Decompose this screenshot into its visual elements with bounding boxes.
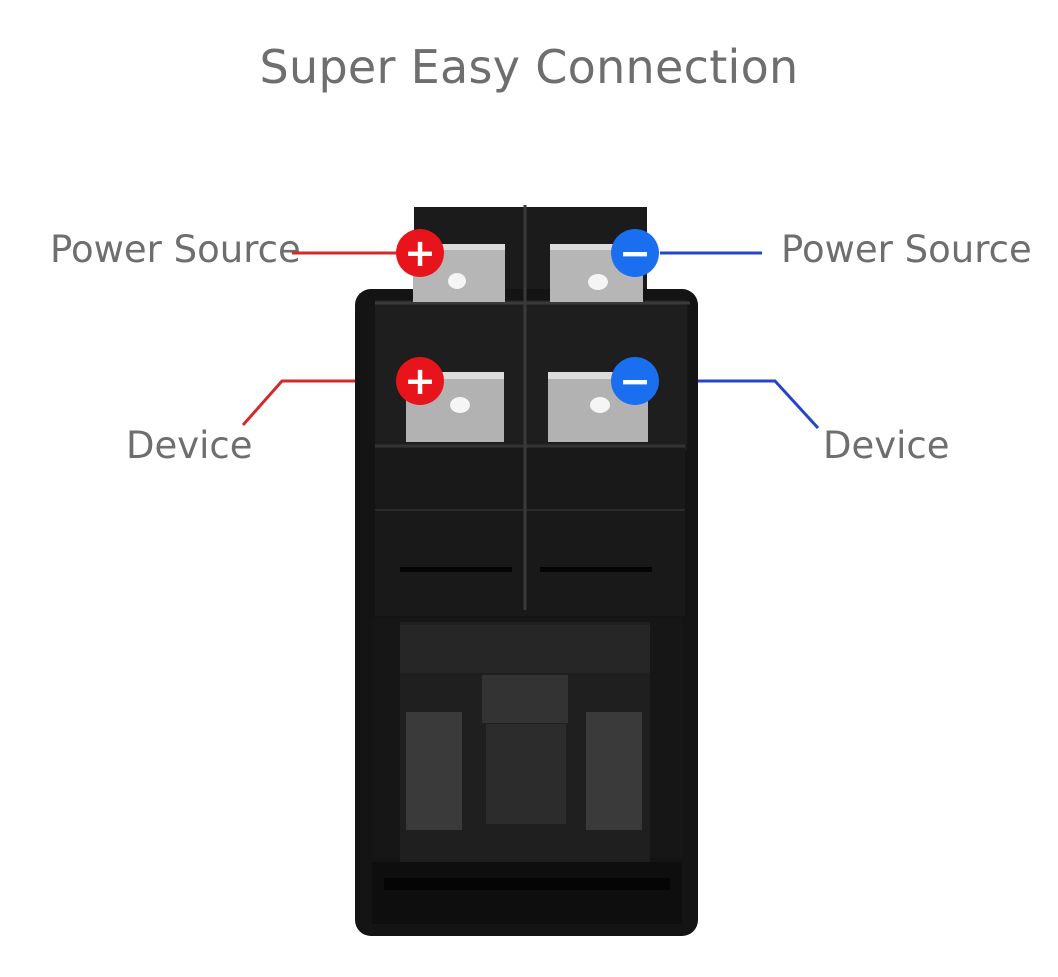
svg-text:−: − [619,231,651,275]
svg-text:−: − [619,359,651,403]
page-title: Super Easy Connection [259,40,799,94]
device-line-right [660,379,820,430]
switch-body [355,205,698,936]
negative-marker-bottom: − [611,357,659,405]
positive-marker-top: + [396,229,444,277]
svg-text:+: + [404,359,436,403]
power-source-label-left: Power Source [50,228,301,271]
device-label-left: Device [126,424,253,467]
negative-marker-top: − [611,229,659,277]
power-source-label-right: Power Source [781,228,1032,271]
positive-marker-bottom: + [396,357,444,405]
svg-text:+: + [404,231,436,275]
device-label-right: Device [823,424,950,467]
